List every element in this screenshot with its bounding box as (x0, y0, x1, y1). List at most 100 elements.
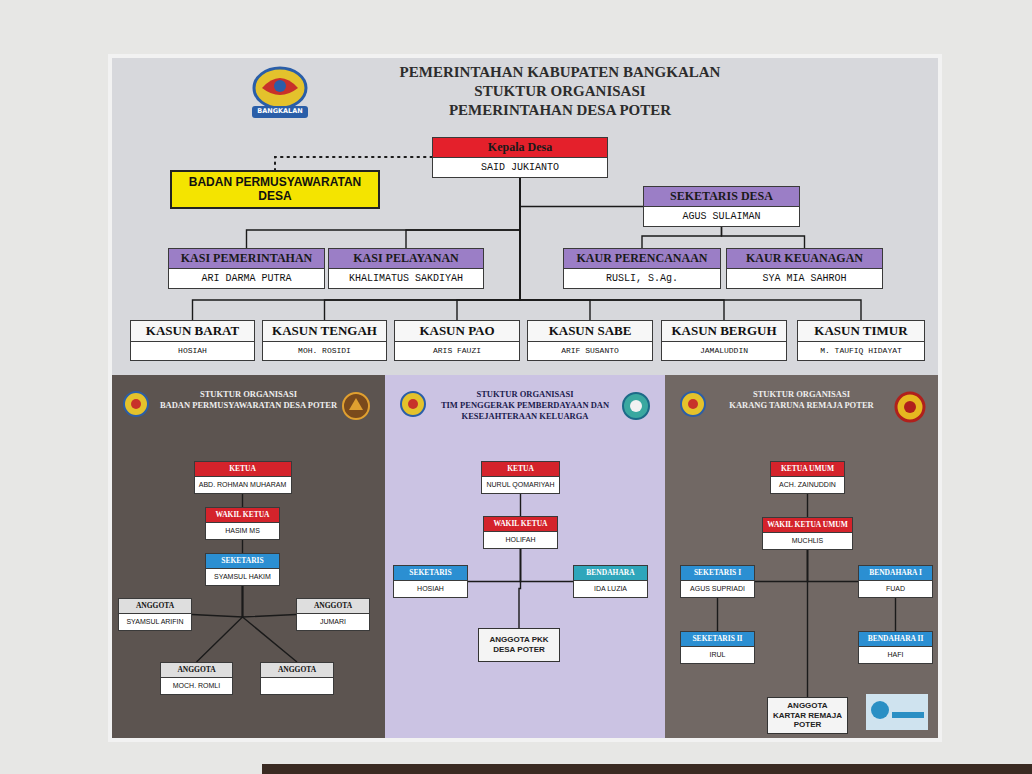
person-name: JAMALUDDIN (662, 342, 786, 360)
position-header: ANGGOTA (161, 663, 232, 678)
diagram-title: PEMERINTAHAN KABUPATEN BANGKALAN (300, 64, 820, 81)
position-box: ANGGOTASYAMSUL ARIFIN (118, 598, 192, 631)
position-title: KETUA (507, 462, 534, 476)
position-header: KASUN BERGUH (662, 321, 786, 342)
position-box: KASI PEMERINTAHANARI DARMA PUTRA (168, 248, 325, 289)
org-box: ANGGOTA KARTAR REMAJA POTER (767, 697, 848, 734)
person-name-text: IDA LUZIA (594, 581, 627, 597)
person-name (261, 678, 333, 694)
position-header: KASUN TENGAH (263, 321, 386, 342)
panel-logo (121, 390, 151, 420)
position-box: SEKETARIS DESAAGUS SULAIMAN (643, 186, 800, 227)
position-title: SEKETARIS DESA (670, 187, 773, 206)
org-box: BADAN PERMUSYAWARATAN DESA (170, 170, 380, 209)
position-box: KASUN BARATHOSIAH (130, 320, 255, 361)
connector-line (520, 178, 643, 207)
label-text: STUKTUR ORGANISASI (473, 83, 646, 100)
person-name-text: IRUL (710, 647, 726, 663)
person-name: ARI DARMA PUTRA (169, 269, 324, 288)
position-box: KETUANURUL QOMARIYAH (481, 461, 560, 494)
position-box: KAUR PERENCANAANRUSLI, S.Ag. (563, 248, 721, 289)
position-box: KASI PELAYANANKHALIMATUS SAKDIYAH (328, 248, 484, 289)
position-header: SEKETARIS (206, 554, 279, 569)
position-box: SEKETARIS IAGUS SUPRIADI (680, 565, 755, 598)
logo-shape (892, 712, 924, 718)
connector-line (197, 586, 243, 662)
position-title: KAUR PERENCANAAN (577, 249, 708, 268)
logo-shape (688, 399, 698, 409)
position-box: ANGGOTAJUMARI (296, 598, 370, 631)
logo-shape (401, 392, 425, 416)
position-box: SEKETARISSYAMSUL HAKIM (205, 553, 280, 586)
person-name-text: NURUL QOMARIYAH (486, 477, 554, 493)
person-name-text: HAFI (888, 647, 904, 663)
logo-shape (349, 398, 363, 410)
logo-band (252, 106, 308, 118)
person-name: ARIS FAUZI (395, 342, 519, 360)
panel-title-text: STUKTUR ORGANISASI (709, 389, 894, 400)
person-name-text: M. TAUFIQ HIDAYAT (820, 342, 902, 360)
connector-line (807, 494, 808, 517)
logo-shape (274, 80, 286, 92)
person-name: MOH. ROSIDI (263, 342, 386, 360)
position-title: ANGGOTA (314, 599, 352, 613)
person-name-text: SYAMSUL HAKIM (214, 569, 271, 585)
person-name: KHALIMATUS SAKDIYAH (329, 269, 483, 288)
person-name: FUAD (859, 581, 932, 597)
position-box: KAUR KEUANAGANSYA MIA SAHROH (726, 248, 883, 289)
connector-line (807, 550, 808, 697)
org-panel: STUKTUR ORGANISASIBADAN PERMUSYAWARATAN … (112, 375, 385, 738)
position-title: KETUA UMUM (781, 462, 834, 476)
panel-title-text: KARANG TARUNA REMAJA POTER (709, 400, 894, 411)
panel-logo (678, 390, 708, 420)
panel-logo (620, 390, 652, 422)
person-name-text: JAMALUDDIN (700, 342, 748, 360)
person-name-text: RUSLI, S.Ag. (606, 269, 678, 288)
connector-line (242, 540, 243, 553)
connector-line (717, 598, 718, 631)
logo-shape (343, 393, 369, 419)
panel-logo (340, 390, 372, 422)
person-name: MOCH. ROMLI (161, 678, 232, 694)
person-name-text: MOH. ROSIDI (298, 342, 351, 360)
person-name-text: HOSIAH (178, 342, 207, 360)
position-header: KASUN PAO (395, 321, 519, 342)
person-name: ACH. ZAINUDDIN (771, 477, 844, 493)
position-title: KETUA (229, 462, 256, 476)
position-title: WAKIL KETUA (494, 517, 548, 531)
person-name: HASIM MS (206, 523, 279, 539)
connector-line (755, 550, 808, 582)
person-name: ABD. ROHMAN MUHARAM (195, 477, 291, 493)
position-header: SEKETARIS I (681, 566, 754, 581)
person-name: ARIF SUSANTO (528, 342, 652, 360)
position-box: BENDAHARAIDA LUZIA (573, 565, 648, 598)
person-name-text: AGUS SUPRIADI (690, 581, 745, 597)
person-name: MUCHLIS (763, 533, 852, 549)
box-text: ANGGOTA KARTAR REMAJA POTER (772, 701, 843, 730)
position-title: ANGGOTA (177, 663, 215, 677)
position-title: KASUN BERGUH (671, 321, 776, 341)
position-title: WAKIL KETUA (216, 508, 270, 522)
panel-title-text: TIM PENGGERAK PEMBERDAYAAN DAN KESEJAHTE… (429, 400, 621, 422)
logo-shape (904, 401, 916, 413)
position-box: SEKETARISHOSIAH (393, 565, 468, 598)
person-name: NURUL QOMARIYAH (482, 477, 559, 493)
connector-line (242, 494, 243, 507)
person-name-text: SYA MIA SAHROH (762, 269, 846, 288)
panel-title-text: STUKTUR ORGANISASI (156, 389, 341, 400)
position-title: SEKETARIS I (694, 566, 741, 580)
label-text: PEMERINTAHAN DESA POTER (448, 102, 672, 119)
person-name-text: MUCHLIS (792, 533, 824, 549)
person-name-text: HOLIFAH (506, 532, 536, 548)
person-name-text: SYAMSUL ARIFIN (126, 614, 183, 630)
person-name: AGUS SUPRIADI (681, 581, 754, 597)
position-header: KASUN BARAT (131, 321, 254, 342)
person-name: M. TAUFIQ HIDAYAT (798, 342, 924, 360)
position-box: BENDAHARA IIHAFI (858, 631, 933, 664)
position-box: WAKIL KETUAHOLIFAH (483, 516, 558, 549)
person-name: JUMARI (297, 614, 369, 630)
logo-shape (262, 78, 298, 95)
position-box: WAKIL KETUAHASIM MS (205, 507, 280, 540)
logo-shape (131, 399, 141, 409)
position-box: KASUN BERGUHJAMALUDDIN (661, 320, 787, 361)
